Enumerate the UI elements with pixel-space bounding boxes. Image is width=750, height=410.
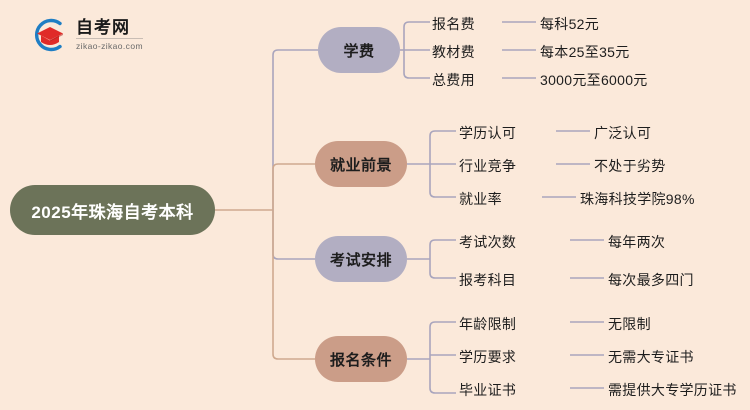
logo-divider — [76, 38, 143, 39]
graduation-cap-logo-icon — [30, 15, 70, 55]
branch-label: 报名条件 — [329, 351, 392, 369]
leaf-value: 珠海科技学院98% — [580, 191, 695, 207]
leaf-label: 学历要求 — [459, 349, 517, 365]
branch-node-exam-schedule[interactable]: 考试安排 — [315, 236, 407, 282]
branch-label: 就业前景 — [329, 156, 392, 174]
branch-node-tuition[interactable]: 学费 — [318, 27, 400, 73]
leaf-value: 无需大专证书 — [608, 349, 694, 365]
leaf-label: 考试次数 — [459, 234, 517, 250]
leaf-value: 3000元至6000元 — [540, 72, 648, 88]
center-node-label: 2025年珠海自考本科 — [31, 202, 194, 222]
logo-name: 自考网 — [76, 18, 130, 37]
logo-url: zikao-zikao.com — [76, 41, 143, 51]
leaf-value: 不处于劣势 — [594, 158, 666, 174]
leaf-label: 教材费 — [432, 44, 475, 60]
branch-label: 学费 — [343, 42, 375, 60]
branch-node-employment[interactable]: 就业前景 — [315, 141, 407, 187]
leaf-label: 报名费 — [432, 16, 475, 32]
branch-node-requirements[interactable]: 报名条件 — [315, 336, 407, 382]
leaf-value: 每次最多四门 — [608, 272, 694, 288]
leaf-value: 每本25至35元 — [540, 44, 630, 60]
leaf-value: 需提供大专学历证书 — [608, 382, 737, 398]
site-logo[interactable]: 自考网 zikao-zikao.com — [30, 13, 190, 57]
leaf-label: 年龄限制 — [459, 316, 517, 332]
leaf-value: 广泛认可 — [594, 125, 652, 141]
leaf-label: 就业率 — [459, 191, 502, 207]
leaf-label: 报考科目 — [459, 272, 517, 288]
leaf-value: 无限制 — [608, 316, 651, 332]
leaf-label: 学历认可 — [459, 125, 517, 141]
center-node[interactable]: 2025年珠海自考本科 — [10, 185, 215, 235]
leaf-value: 每科52元 — [540, 16, 600, 32]
logo-text-block: 自考网 zikao-zikao.com — [76, 18, 143, 52]
leaf-label: 总费用 — [432, 72, 475, 88]
leaf-label: 毕业证书 — [459, 382, 517, 398]
leaf-value: 每年两次 — [608, 234, 666, 250]
leaf-label: 行业竞争 — [459, 158, 517, 174]
branch-label: 考试安排 — [329, 251, 392, 269]
